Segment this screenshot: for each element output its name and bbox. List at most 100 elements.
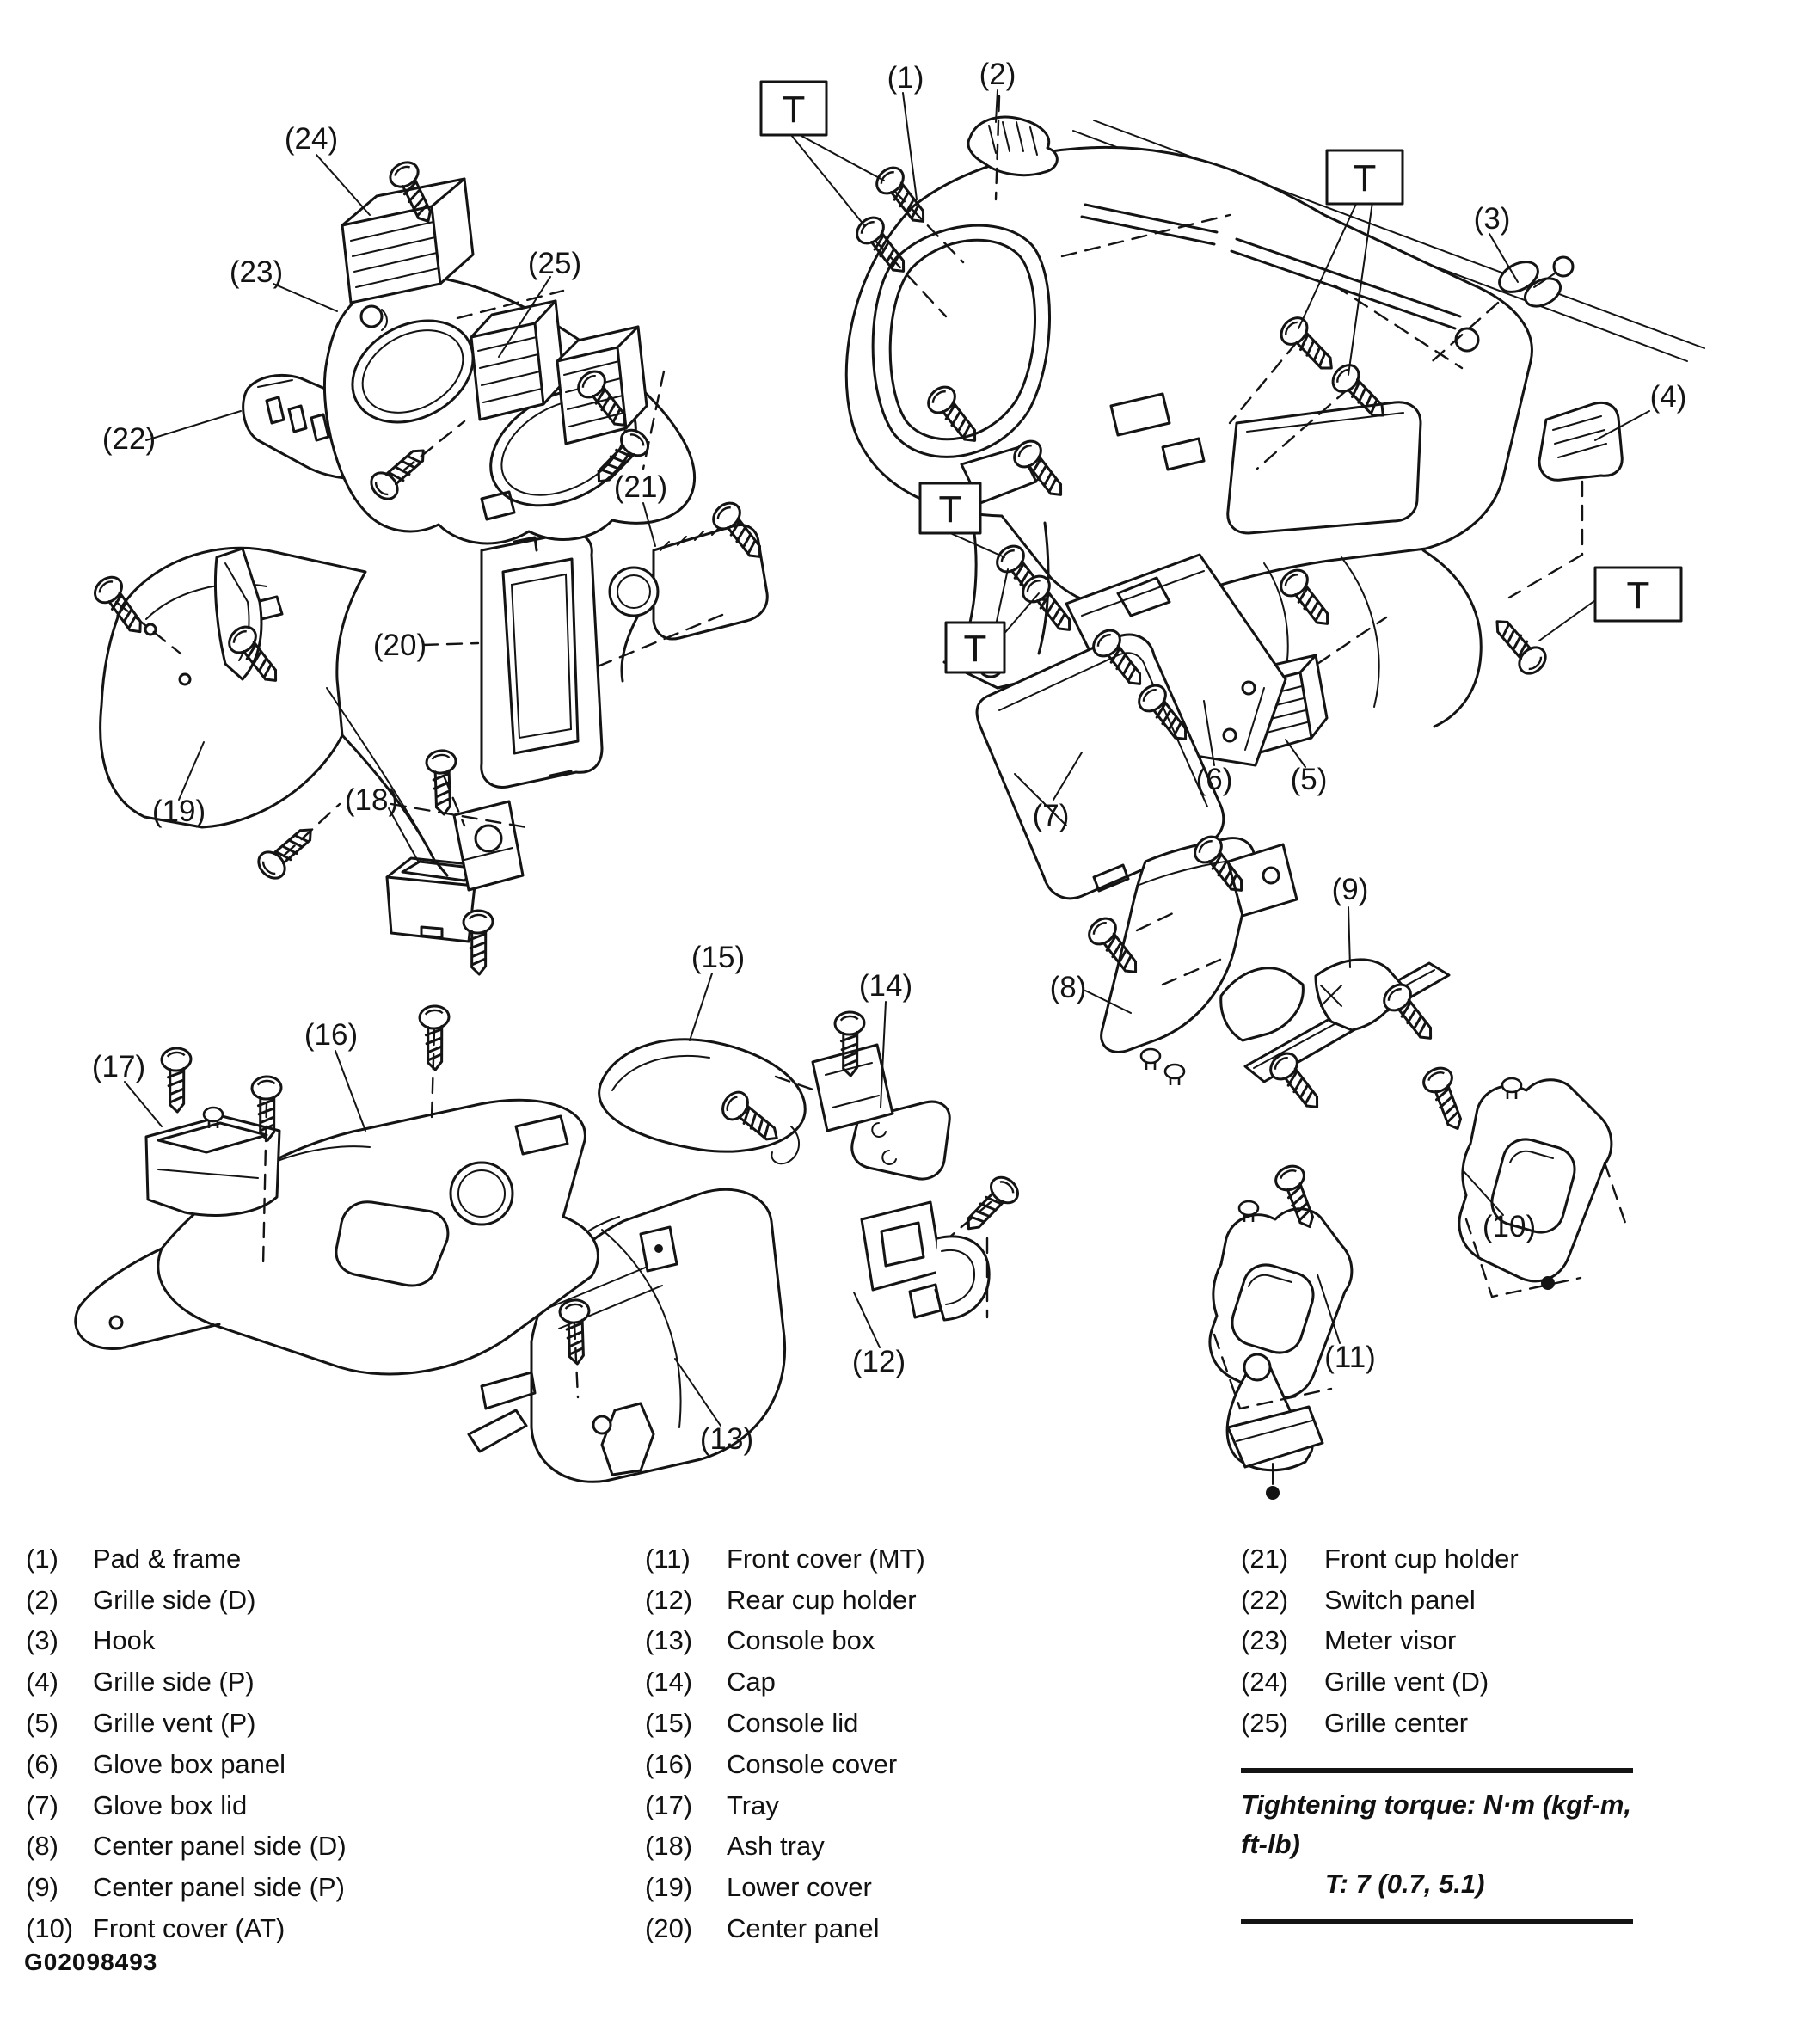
legend-item-name: Center panel side (D)	[93, 1831, 347, 1862]
callout-label-4: (4)	[1650, 380, 1687, 414]
callout-label-10: (10)	[1483, 1210, 1536, 1243]
legend-item-name: Grille vent (P)	[93, 1708, 256, 1739]
legend-item-name: Front cover (MT)	[727, 1543, 925, 1574]
t-symbol-label: T	[939, 488, 962, 531]
legend-item-name: Glove box panel	[93, 1748, 286, 1779]
legend-item-number: (3)	[26, 1625, 58, 1656]
legend-item: (22)Switch panel	[1241, 1580, 1519, 1621]
legend-item: (25)Grille center	[1241, 1703, 1519, 1744]
legend-item-number: (7)	[26, 1789, 58, 1820]
part-tray	[144, 1106, 281, 1217]
screw-icon	[1418, 1062, 1475, 1135]
legend-item-number: (16)	[645, 1748, 693, 1779]
callout-label-15: (15)	[691, 941, 745, 974]
part-front-cover-mt	[1208, 1200, 1354, 1400]
legend-item: (8) Center panel side (D)	[26, 1826, 347, 1868]
legend-item-number: (13)	[645, 1625, 693, 1656]
part-front-cup-holder	[608, 524, 769, 683]
legend-item-name: Hook	[93, 1625, 156, 1656]
part-grille-side-p	[1538, 401, 1624, 482]
part-front-cover-at	[1458, 1077, 1613, 1290]
callout-label-7: (7)	[1033, 799, 1070, 832]
callout-label-13: (13)	[700, 1422, 753, 1456]
callout-label-23: (23)	[230, 255, 283, 289]
legend-item-name: Meter visor	[1324, 1625, 1457, 1656]
legend-item: (1) Pad & frame	[26, 1538, 347, 1580]
callout-label-5: (5)	[1291, 763, 1328, 796]
legend-item-number: (15)	[645, 1708, 693, 1739]
legend-item: (11) Front cover (MT)	[645, 1538, 925, 1580]
screw-icon	[417, 1004, 454, 1072]
legend-item: (13) Console box	[645, 1621, 925, 1662]
legend-item-number: (9)	[26, 1872, 58, 1903]
legend-item-name: Rear cup holder	[727, 1584, 917, 1615]
legend-column-2: (11) Front cover (MT) (12) Rear cup holder…	[645, 1538, 925, 1949]
t-symbol-label: T	[783, 89, 806, 131]
legend-item: (24)Grille vent (D)	[1241, 1661, 1519, 1703]
callout-label-21: (21)	[614, 470, 667, 504]
legend-item-name: Lower cover	[727, 1872, 872, 1903]
legend-item: (19) Lower cover	[645, 1867, 925, 1908]
legend-item: (6)Glove box panel	[26, 1744, 347, 1785]
legend-item: (23) Meter visor	[1241, 1621, 1519, 1662]
callout-label-22: (22)	[102, 422, 156, 456]
legend-column-1: (1) Pad & frame (2) Grille side (D) (3) Hoo…	[26, 1538, 347, 1949]
callout-label-18: (18)	[345, 783, 398, 817]
legend-item-name: Switch panel	[1324, 1584, 1476, 1615]
callout-label-24: (24)	[285, 122, 338, 156]
legend-item: (20)Center panel	[645, 1908, 925, 1949]
legend-item-number: (14)	[645, 1667, 693, 1697]
callout-label-25: (25)	[528, 247, 581, 280]
torque-t-box: T	[759, 80, 828, 137]
part-grille-side-d	[967, 115, 1059, 177]
legend-item-name: Cap	[727, 1667, 776, 1697]
legend-item: (21) Front cup holder	[1241, 1538, 1519, 1580]
legend-item-number: (21)	[1241, 1543, 1289, 1574]
legend-item-name: Pad & frame	[93, 1543, 242, 1574]
part-hook	[1498, 255, 1575, 308]
legend-item-number: (11)	[645, 1543, 691, 1574]
legend-item-number: (19)	[645, 1872, 693, 1903]
legend-item: (10)Front cover (AT)	[26, 1908, 347, 1949]
legend-item-name: Ash tray	[727, 1831, 825, 1862]
legend-item-name: Center panel side (P)	[93, 1872, 345, 1903]
legend-item-name: Glove box lid	[93, 1789, 248, 1820]
callout-label-1: (1)	[887, 61, 924, 95]
legend-item-name: Console box	[727, 1625, 875, 1656]
screw-icon	[159, 1046, 196, 1114]
legend-item-name: Console cover	[727, 1748, 898, 1779]
legend-item-number: (4)	[26, 1667, 58, 1697]
legend-item-name: Front cup holder	[1324, 1543, 1519, 1574]
legend-item: (2) Grille side (D)	[26, 1580, 347, 1621]
torque-t-boxes: T T T T T	[759, 80, 1683, 674]
leader-lines	[124, 89, 1650, 1427]
part-center-panel-side-p	[1219, 958, 1451, 1083]
legend-item-number: (1)	[26, 1543, 58, 1574]
torque-t-box: T	[1593, 566, 1683, 623]
legend-item: (12) Rear cup holder	[645, 1580, 925, 1621]
legend-item-number: (18)	[645, 1831, 693, 1862]
screw-icon	[1483, 611, 1552, 680]
clip-icon	[1163, 1063, 1186, 1087]
legend-item-name: Front cover (AT)	[93, 1913, 285, 1944]
legend-item-name: Grille side (D)	[93, 1584, 256, 1615]
t-symbol-label: T	[964, 628, 987, 670]
legend-item-number: (12)	[645, 1584, 693, 1615]
legend-item: (7) Glove box lid	[26, 1785, 347, 1826]
part-cap	[850, 1100, 951, 1181]
callout-label-20: (20)	[373, 629, 427, 662]
part-center-panel	[480, 531, 604, 789]
part-rear-cup-holder	[860, 1200, 991, 1322]
legend-item-number: (17)	[645, 1789, 693, 1820]
callout-label-11: (11)	[1324, 1341, 1376, 1374]
t-symbol-label: T	[1354, 157, 1377, 199]
callout-label-12: (12)	[852, 1345, 906, 1378]
legend-item: (15) Console lid	[645, 1703, 925, 1744]
legend-item: (18) Ash tray	[645, 1826, 925, 1868]
legend-item: (9) Center panel side (P)	[26, 1867, 347, 1908]
assembly-dash-lines	[114, 95, 1629, 1410]
legend-item-number: (2)	[26, 1584, 58, 1615]
legend-item-number: (8)	[26, 1831, 58, 1862]
legend-item-name: Console lid	[727, 1708, 859, 1739]
legend-item-number: (23)	[1241, 1625, 1289, 1656]
